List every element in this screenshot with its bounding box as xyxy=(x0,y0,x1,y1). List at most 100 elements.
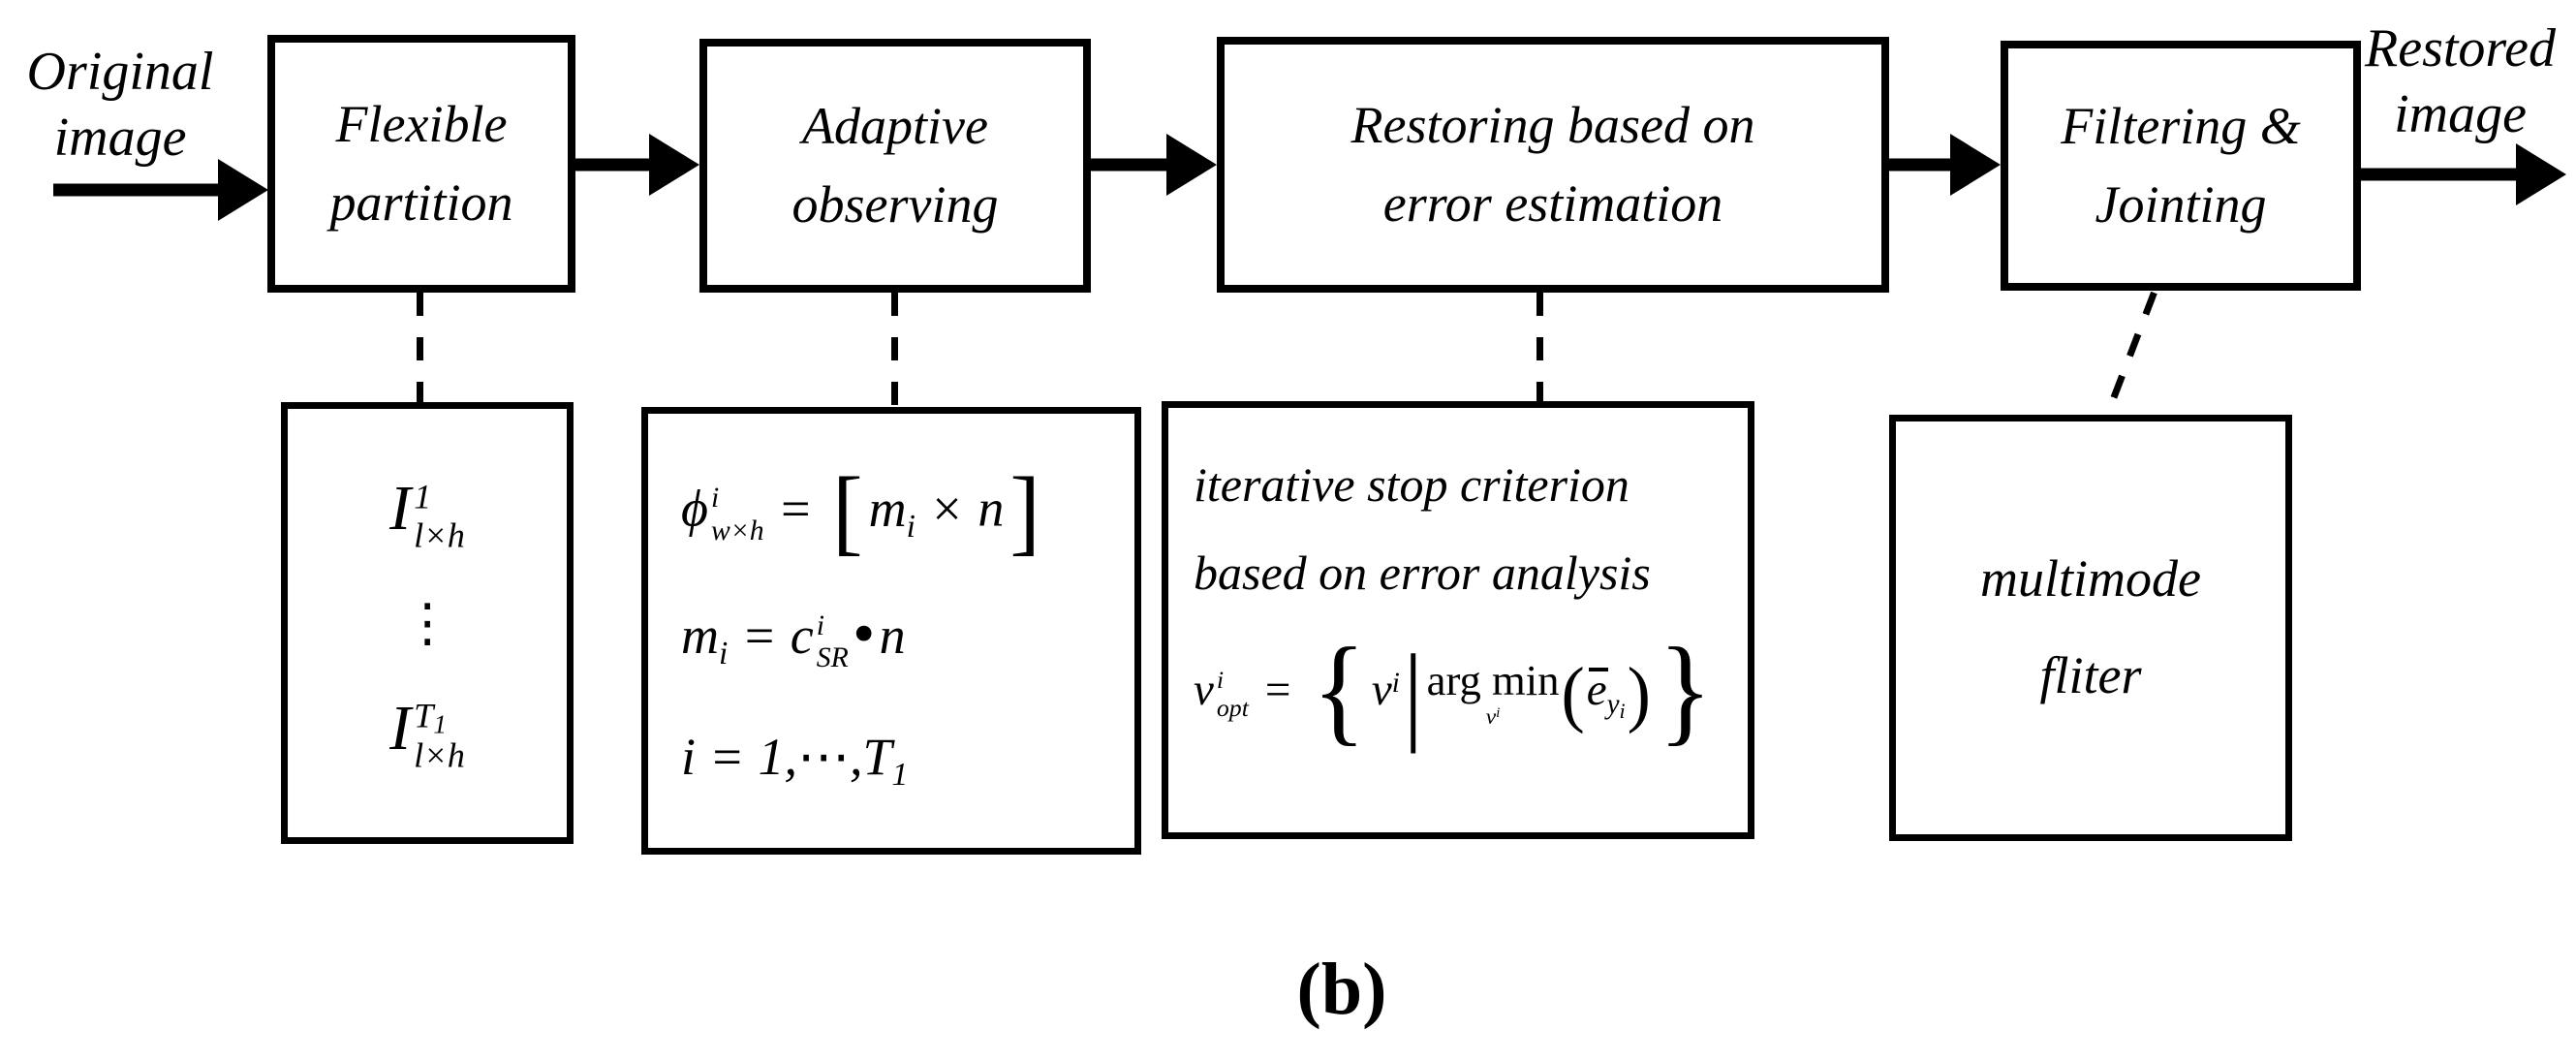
formula-sup: i xyxy=(1216,666,1225,695)
formula-i-line: i=1,⋯,T1 xyxy=(681,725,908,793)
input-label-line1: Original xyxy=(26,42,214,102)
times-sign: × xyxy=(928,480,965,538)
formula-sub: i xyxy=(906,509,916,546)
formula-sup: i xyxy=(1496,704,1501,721)
arrow-shaft xyxy=(53,183,224,197)
equals-sign: = xyxy=(709,727,745,786)
formula-var: T xyxy=(862,727,892,786)
phi-symbol: ϕ xyxy=(681,480,708,538)
formula-sub: l×h xyxy=(414,735,465,775)
process-box-restoring: Restoring based on error estimation xyxy=(1217,37,1889,293)
arrow-head xyxy=(1166,134,1217,196)
dashed-connector-2 xyxy=(891,293,898,411)
process-box-label-line1: Flexible xyxy=(335,95,508,153)
process-box-label-line2: Jointing xyxy=(2095,175,2267,234)
formula-sub: w×h xyxy=(710,515,764,546)
formula-var: n xyxy=(879,607,906,666)
formula-var: v xyxy=(1194,664,1214,715)
formula-var: i xyxy=(681,727,697,786)
arrow-head xyxy=(2516,143,2566,205)
equals-sign: = xyxy=(1261,664,1293,715)
arrow-1-2-icon xyxy=(575,134,699,196)
criterion-text-line2: based on error analysis xyxy=(1194,546,1651,600)
criterion-text: iterative stop criterion based on error … xyxy=(1194,441,1723,617)
formula-sup: 1 xyxy=(414,477,432,516)
process-box-adaptive-observing: Adaptive observing xyxy=(699,39,1091,293)
arrow-head xyxy=(218,159,268,221)
arrow-shaft xyxy=(1889,158,1957,172)
arrow-head xyxy=(649,134,699,196)
formula-sub-base: y xyxy=(1606,689,1620,721)
close-brace: } xyxy=(1658,622,1713,757)
dashed-connector-4 xyxy=(2103,291,2157,417)
arrow-2-3-icon xyxy=(1091,134,1217,196)
vertical-bar: | xyxy=(1403,632,1423,755)
formula-var: n xyxy=(978,480,1005,538)
formula-sup-base: T xyxy=(414,696,434,735)
filter-label-line1: multimode xyxy=(1980,549,2201,609)
formula-var: c xyxy=(790,607,814,666)
formula-sub: l×h xyxy=(414,515,465,555)
arrow-output-icon xyxy=(2361,143,2566,205)
input-label-line2: image xyxy=(53,108,187,169)
argmin-under: vi xyxy=(1485,703,1501,730)
input-label: Original image xyxy=(8,39,233,172)
formula-sub: yi xyxy=(1606,689,1626,724)
detail-box-restoring: iterative stop criterion based on error … xyxy=(1162,401,1754,839)
arrow-shaft xyxy=(2361,168,2522,181)
formula-var: I xyxy=(389,473,412,545)
argmin-label: arg min xyxy=(1426,655,1560,704)
arrow-shaft xyxy=(1091,158,1172,172)
process-box-filtering-jointing: Filtering & Jointing xyxy=(2001,41,2361,291)
formula-var: v xyxy=(1485,703,1497,730)
formula-value: 1, xyxy=(758,727,797,786)
process-box-label-line1: Adaptive xyxy=(802,97,988,155)
arrow-shaft xyxy=(575,158,655,172)
arrow-3-4-icon xyxy=(1889,134,2001,196)
equals-sign: = xyxy=(741,607,777,666)
open-brace: { xyxy=(1312,622,1366,757)
process-box-label-line2: observing xyxy=(791,175,999,234)
formula-var: v xyxy=(1371,664,1392,715)
formula-sup: i xyxy=(816,609,824,641)
formula-sub: i xyxy=(719,636,729,672)
process-box-label-line2: error estimation xyxy=(1382,174,1723,233)
formula-sub-sub: i xyxy=(1619,700,1626,724)
close-bracket: ] xyxy=(1009,458,1040,566)
criterion-text-line1: iterative stop criterion xyxy=(1194,457,1629,512)
output-label-line2: image xyxy=(2394,84,2527,145)
formula-var: m xyxy=(681,607,719,666)
figure-caption: (b) xyxy=(1296,949,1387,1030)
horizontal-ellipsis: ⋯ xyxy=(796,725,850,787)
formula-var: m xyxy=(868,480,907,538)
process-box-label-line1: Restoring based on xyxy=(1350,96,1755,154)
formula-var: I xyxy=(389,693,412,765)
formula-sub: SR xyxy=(816,642,849,674)
filter-label-line2: fliter xyxy=(2039,646,2142,704)
dashed-connector-3 xyxy=(1536,293,1543,405)
formula-sup: i xyxy=(1391,667,1400,699)
formula-sup: i xyxy=(710,483,720,515)
process-box-flexible-partition: Flexible partition xyxy=(267,35,575,293)
equals-sign: = xyxy=(777,480,814,538)
close-paren: ) xyxy=(1627,651,1651,734)
arrow-input-icon xyxy=(53,159,268,221)
formula-sub: opt xyxy=(1216,693,1249,722)
process-box-label-line1: Filtering & xyxy=(2061,97,2301,155)
vertical-ellipsis: ⋮ xyxy=(400,591,454,653)
bullet-operator: • xyxy=(848,605,880,667)
process-box-label-line2: partition xyxy=(329,173,513,232)
open-paren: ( xyxy=(1561,651,1585,734)
formula-sup-sub: 1 xyxy=(433,709,447,739)
detail-box-multimode-filter: multimode fliter xyxy=(1889,415,2292,841)
open-bracket: [ xyxy=(832,458,863,566)
